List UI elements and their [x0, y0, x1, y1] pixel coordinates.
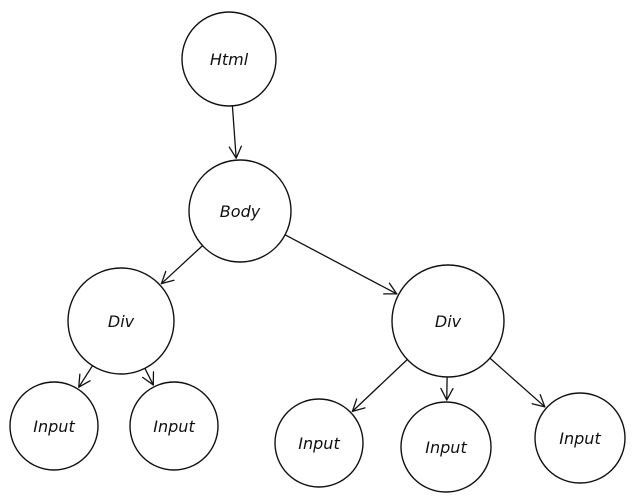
node-circle	[274, 398, 364, 488]
edge-body-to-div-right	[284, 234, 398, 295]
arrowhead	[531, 394, 546, 408]
edge-html-to-body	[228, 105, 243, 159]
node-label: Body	[220, 202, 261, 221]
node-input-1: Input	[9, 381, 99, 471]
edge-div-left-to-input-1	[78, 365, 94, 388]
node-input-2: Input	[129, 381, 219, 471]
node-body: Body	[188, 159, 292, 263]
node-input-4: Input	[400, 401, 492, 493]
node-circle	[391, 264, 505, 378]
arrowhead	[78, 373, 91, 388]
edges-layer	[78, 105, 546, 413]
node-circle	[188, 159, 292, 263]
node-label: Input	[559, 429, 601, 448]
node-input-3: Input	[274, 398, 364, 488]
node-circle	[400, 401, 492, 493]
edge-div-right-to-input-4	[440, 376, 454, 401]
edge-line	[489, 357, 546, 408]
node-circle	[181, 11, 277, 107]
node-label: Html	[210, 50, 249, 69]
edge-line	[231, 105, 237, 159]
node-circle	[67, 267, 175, 375]
node-input-5: Input	[534, 392, 626, 484]
edge-div-right-to-input-3	[351, 358, 408, 413]
node-circle	[534, 392, 626, 484]
arrowhead	[383, 282, 398, 295]
node-circle	[9, 381, 99, 471]
node-label: Div	[108, 312, 135, 331]
node-circle	[129, 381, 219, 471]
node-label: Input	[425, 438, 467, 457]
arrowhead	[160, 270, 175, 285]
arrowhead	[351, 398, 366, 413]
edge-line	[160, 244, 204, 285]
node-label: Input	[153, 417, 195, 436]
edge-body-to-div-left	[160, 244, 204, 285]
arrowhead	[142, 371, 155, 386]
arrowhead	[440, 387, 454, 401]
node-div-right: Div	[391, 264, 505, 378]
node-label: Input	[298, 434, 340, 453]
edge-line	[351, 358, 408, 413]
node-div-left: Div	[67, 267, 175, 375]
node-label: Div	[435, 312, 462, 331]
arrowhead	[228, 145, 243, 159]
node-html: Html	[181, 11, 277, 107]
edge-line	[144, 367, 154, 386]
edge-line	[78, 365, 94, 388]
edge-line	[284, 234, 398, 295]
node-label: Input	[33, 417, 75, 436]
edge-div-right-to-input-5	[489, 357, 546, 408]
edge-div-left-to-input-2	[142, 367, 155, 386]
